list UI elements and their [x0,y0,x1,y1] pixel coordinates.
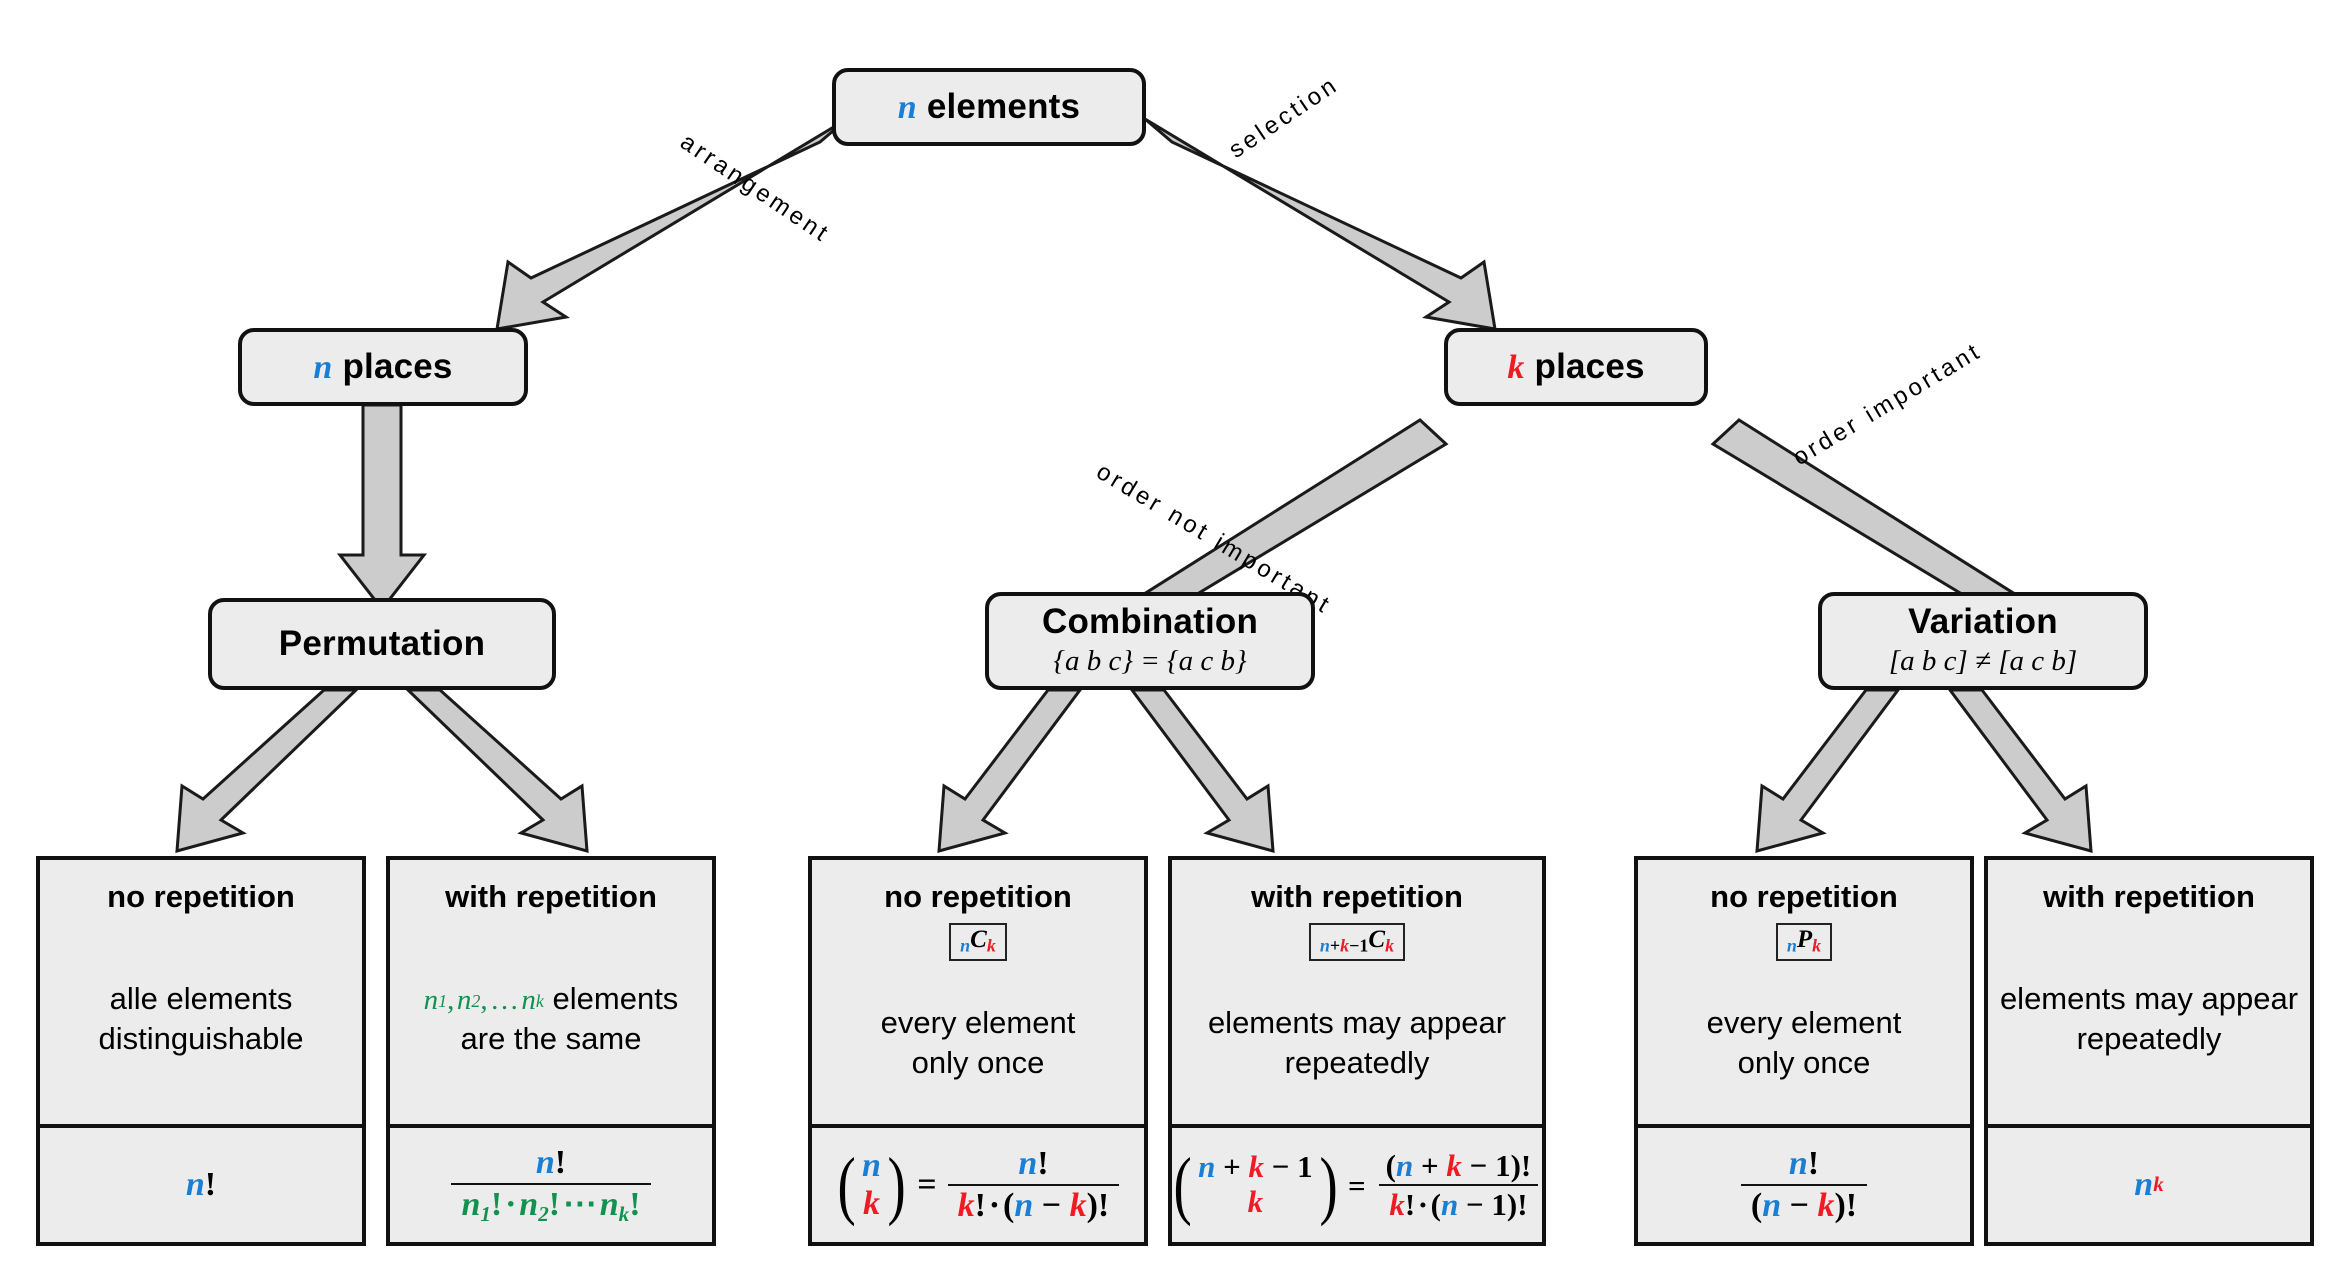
node-combination-note: {a b c} = {a c b} [1053,644,1247,677]
leaf-title: no repetition [884,879,1072,914]
node-permutation-title: Permutation [278,623,486,663]
arrow-variation-left [1755,688,1901,854]
arrow-permutation-right [404,688,589,854]
node-variation-title: Variation [1908,601,2058,641]
leaf-formula-cell: n! (n − k)! [1638,1124,1970,1242]
arrow-nplaces-permutation [336,403,428,612]
badge-nCk: nCk [949,923,1007,962]
node-variation-note: [a b c] ≠ [a c b] [1888,644,2078,677]
leaf-title: with repetition [1251,879,1463,914]
node-permutation[interactable]: Permutation [208,598,556,690]
leaf-variation-no-repetition[interactable]: no repetition nPk every element only onc… [1634,856,1974,1246]
node-n-places-label: n places [313,346,453,386]
badge-nPk: nPk [1775,923,1833,962]
leaf-title: with repetition [2043,879,2255,914]
badge-n-plus-k-minus-1-C-k: n+k−1Ck [1308,923,1406,962]
leaf-variation-with-repetition[interactable]: with repetition elements may appear repe… [1984,856,2314,1246]
formula-binomial-npkm1: ( n + k − 1 k ) = (n + k − 1)! k! · (n −… [1170,1147,1544,1222]
arrow-combination-left [937,688,1083,854]
node-n-elements[interactable]: n elements [832,68,1146,146]
leaf-description: elements may appear repeatedly [1207,1005,1507,1080]
arrow-arrangement [495,117,848,331]
var-n: n [897,88,917,126]
formula-permutation-repetition: n! n1! · n2! ⋯ nk! [448,1145,653,1225]
leaf-formula-cell: ( n + k − 1 k ) = (n + k − 1)! k! · (n −… [1172,1124,1542,1242]
node-k-places-label: k places [1507,346,1645,386]
leaf-description: elements may appear repeatedly [1999,981,2299,1057]
leaf-description: every element only once [880,1005,1076,1080]
leaf-permutation-no-repetition[interactable]: no repetition alle elements distinguisha… [36,856,366,1246]
leaf-combination-with-repetition[interactable]: with repetition n+k−1Ck elements may app… [1168,856,1546,1246]
var-k: k [1507,348,1525,386]
node-k-places[interactable]: k places [1444,328,1708,406]
leaf-title: no repetition [1710,879,1898,914]
node-variation[interactable]: Variation [a b c] ≠ [a c b] [1818,592,2148,690]
leaf-formula-cell: n! [40,1124,362,1242]
leaf-description: every element only once [1706,1005,1902,1080]
leaf-title: with repetition [445,879,657,914]
leaf-description: alle elements distinguishable [98,981,304,1057]
node-n-places[interactable]: n places [238,328,528,406]
node-combination[interactable]: Combination {a b c} = {a c b} [985,592,1315,690]
formula-n-factorial: n! [185,1166,217,1203]
arrow-permutation-left [175,688,360,854]
arrow-variation-right [1947,688,2093,854]
arrow-selection [1144,117,1497,331]
node-combination-title: Combination [1041,601,1259,641]
leaf-title: no repetition [107,879,295,914]
var-n: n [313,348,333,386]
arrow-combination-right [1129,688,1275,854]
node-n-elements-label: n elements [897,86,1081,126]
leaf-formula-cell: n! n1! · n2! ⋯ nk! [390,1124,712,1242]
leaf-combination-no-repetition[interactable]: no repetition nCk every element only onc… [808,856,1148,1246]
formula-variation-norep: n! (n − k)! [1738,1147,1870,1223]
